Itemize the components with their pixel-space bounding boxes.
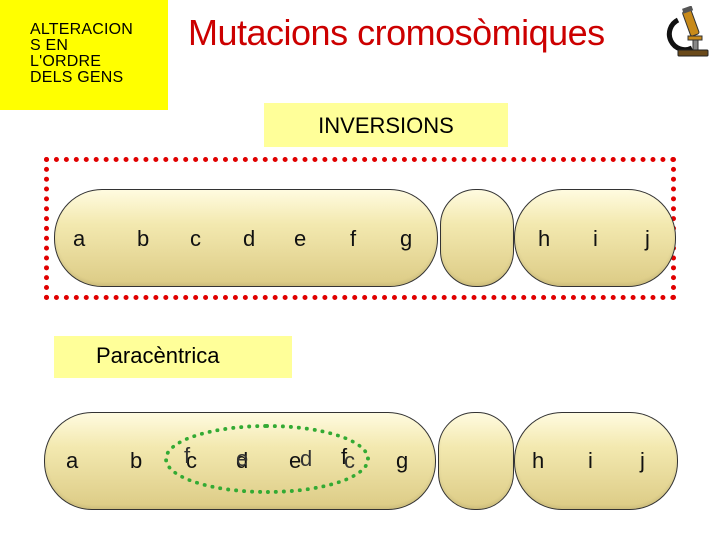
inversion-highlight-ellipse <box>164 424 370 494</box>
chromosome-top-arm-right <box>514 189 676 287</box>
gene-label: f <box>341 444 348 469</box>
chromosome-top-arm-left <box>54 189 438 287</box>
microscope-icon <box>666 6 709 57</box>
gene-label: h <box>538 226 551 251</box>
gene-label-inverted: c <box>344 448 355 473</box>
type-label-box <box>54 336 292 378</box>
gene-label: a <box>73 226 86 251</box>
side-label-text: ALTERACION S EN L'ORDRE DELS GENS <box>30 21 134 86</box>
gene-label: a <box>66 448 79 473</box>
gene-label: e <box>289 448 302 473</box>
gene-label: e <box>294 226 307 251</box>
gene-label: d <box>243 226 256 251</box>
gene-label: c <box>190 226 201 251</box>
chromosome-bottom-arm-right <box>514 412 678 510</box>
chromosome-bottom-centromere <box>438 412 514 510</box>
chromosome-top-centromere <box>440 189 514 287</box>
page-title: Mutacions cromosòmiques <box>188 12 605 53</box>
section-label: INVERSIONS <box>318 113 454 138</box>
gene-label: h <box>532 448 545 473</box>
gene-label: b <box>130 448 143 473</box>
gene-label: g <box>400 226 413 251</box>
gene-label: j <box>645 226 650 251</box>
gene-label: i <box>593 226 598 251</box>
gene-label-inverted: f <box>184 443 191 468</box>
gene-label: f <box>350 226 357 251</box>
side-label-box <box>0 0 168 110</box>
gene-label: b <box>137 226 150 251</box>
type-label: Paracèntrica <box>96 343 220 368</box>
section-label-box <box>264 103 508 147</box>
gene-label: i <box>588 448 593 473</box>
gene-label: c <box>186 448 197 473</box>
gene-label-inverted: e <box>236 446 249 471</box>
gene-label: j <box>640 448 645 473</box>
gene-label: d <box>236 448 249 473</box>
gene-label-inverted: d <box>300 446 313 471</box>
gene-label: g <box>396 448 409 473</box>
